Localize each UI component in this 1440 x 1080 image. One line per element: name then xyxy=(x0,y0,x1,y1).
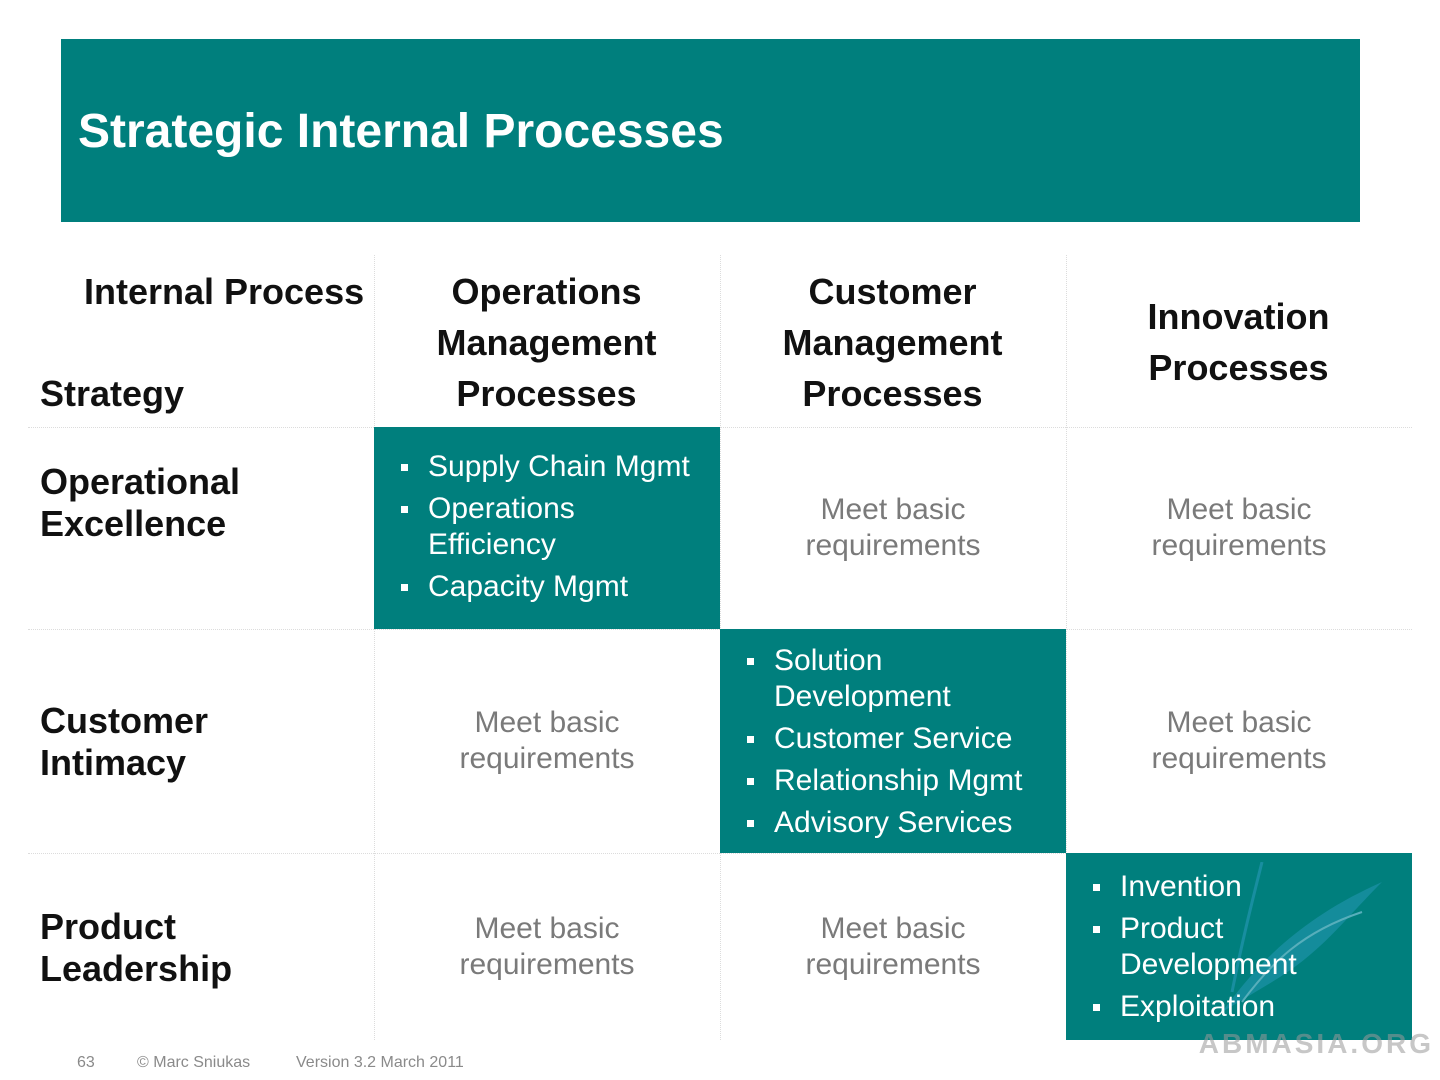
list-item: Invention xyxy=(1066,869,1412,905)
grid-divider xyxy=(28,853,1412,854)
title-banner: Strategic Internal Processes xyxy=(61,39,1360,222)
bullet-icon xyxy=(1093,1004,1100,1011)
bullet-icon xyxy=(1093,926,1100,933)
version-text: Version 3.2 March 2011 xyxy=(296,1054,464,1071)
internal-process-header: Internal Process xyxy=(84,271,365,312)
list-item: Supply Chain Mgmt xyxy=(374,449,720,485)
bullet-icon xyxy=(747,658,754,665)
grid-divider xyxy=(374,255,375,1040)
bullet-icon xyxy=(747,736,754,743)
row-label-product-leadership: Product Leadership xyxy=(40,906,233,989)
list-item: Advisory Services xyxy=(720,805,1066,841)
bullet-icon xyxy=(747,778,754,785)
row-label-operational-excellence: Operational Excellence xyxy=(40,461,241,544)
bullet-icon xyxy=(1093,884,1100,891)
page-number: 63 xyxy=(77,1054,95,1071)
column-header-innovation: Innovation Processes xyxy=(1147,296,1330,388)
list-item: Capacity Mgmt xyxy=(374,569,720,605)
bullet-icon xyxy=(401,506,408,513)
bullet-icon xyxy=(401,464,408,471)
feather-icon xyxy=(1222,862,1382,1012)
grid-divider xyxy=(1066,255,1067,1040)
grid-divider xyxy=(28,427,1412,428)
watermark-logo: ABMASIA.ORG xyxy=(1198,1028,1434,1059)
list-item: Exploitation xyxy=(1066,989,1412,1025)
row-label-customer-intimacy: Customer Intimacy xyxy=(40,700,209,783)
bullet-icon xyxy=(401,584,408,591)
slide-title: Strategic Internal Processes xyxy=(78,105,724,158)
column-header-operations: Operations Management Processes xyxy=(436,270,657,414)
copyright-text: © Marc Sniukas xyxy=(137,1054,251,1071)
list-item: Relationship Mgmt xyxy=(720,763,1066,799)
strategy-header: Strategy xyxy=(40,373,185,414)
list-item: Customer Service xyxy=(720,721,1066,757)
column-header-customer-management: Customer Management Processes xyxy=(782,270,1003,414)
bullet-icon xyxy=(747,820,754,827)
